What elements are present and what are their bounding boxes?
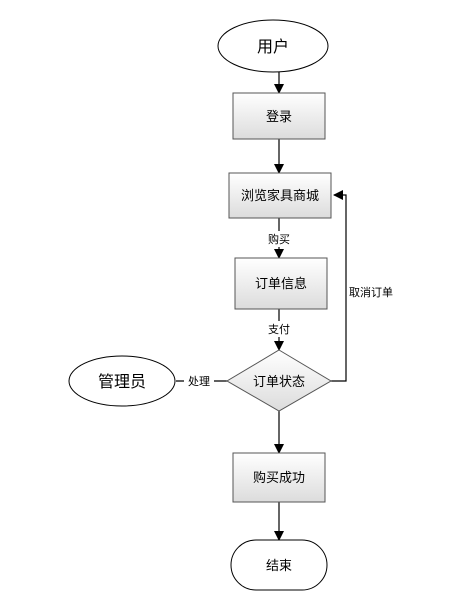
node-success-label: 购买成功 [253,470,305,486]
edge-cancel-loop [331,190,347,382]
node-order-status: 订单状态 [226,349,332,412]
node-browse: 浏览家具商城 [228,172,332,219]
label-pay: 支付 [268,323,290,336]
node-browse-label: 浏览家具商城 [241,188,319,204]
node-success: 购买成功 [232,452,326,503]
node-user: 用户 [217,19,329,73]
edge-labels: 购买 支付 取消订单 处理 [184,231,393,389]
node-order-info-label: 订单信息 [255,276,307,292]
connectors [176,72,347,541]
node-login-label: 登录 [266,110,292,125]
node-end-label: 结束 [266,559,292,574]
node-order-status-label: 订单状态 [253,375,305,390]
node-user-label: 用户 [257,37,289,56]
label-buy: 购买 [268,232,290,246]
node-admin-label: 管理员 [98,372,146,391]
label-handle: 处理 [188,375,210,388]
node-admin: 管理员 [68,355,176,407]
label-cancel-order: 取消订单 [349,285,393,299]
node-order-info: 订单信息 [234,257,328,310]
node-login: 登录 [232,92,326,140]
node-end: 结束 [230,539,328,591]
